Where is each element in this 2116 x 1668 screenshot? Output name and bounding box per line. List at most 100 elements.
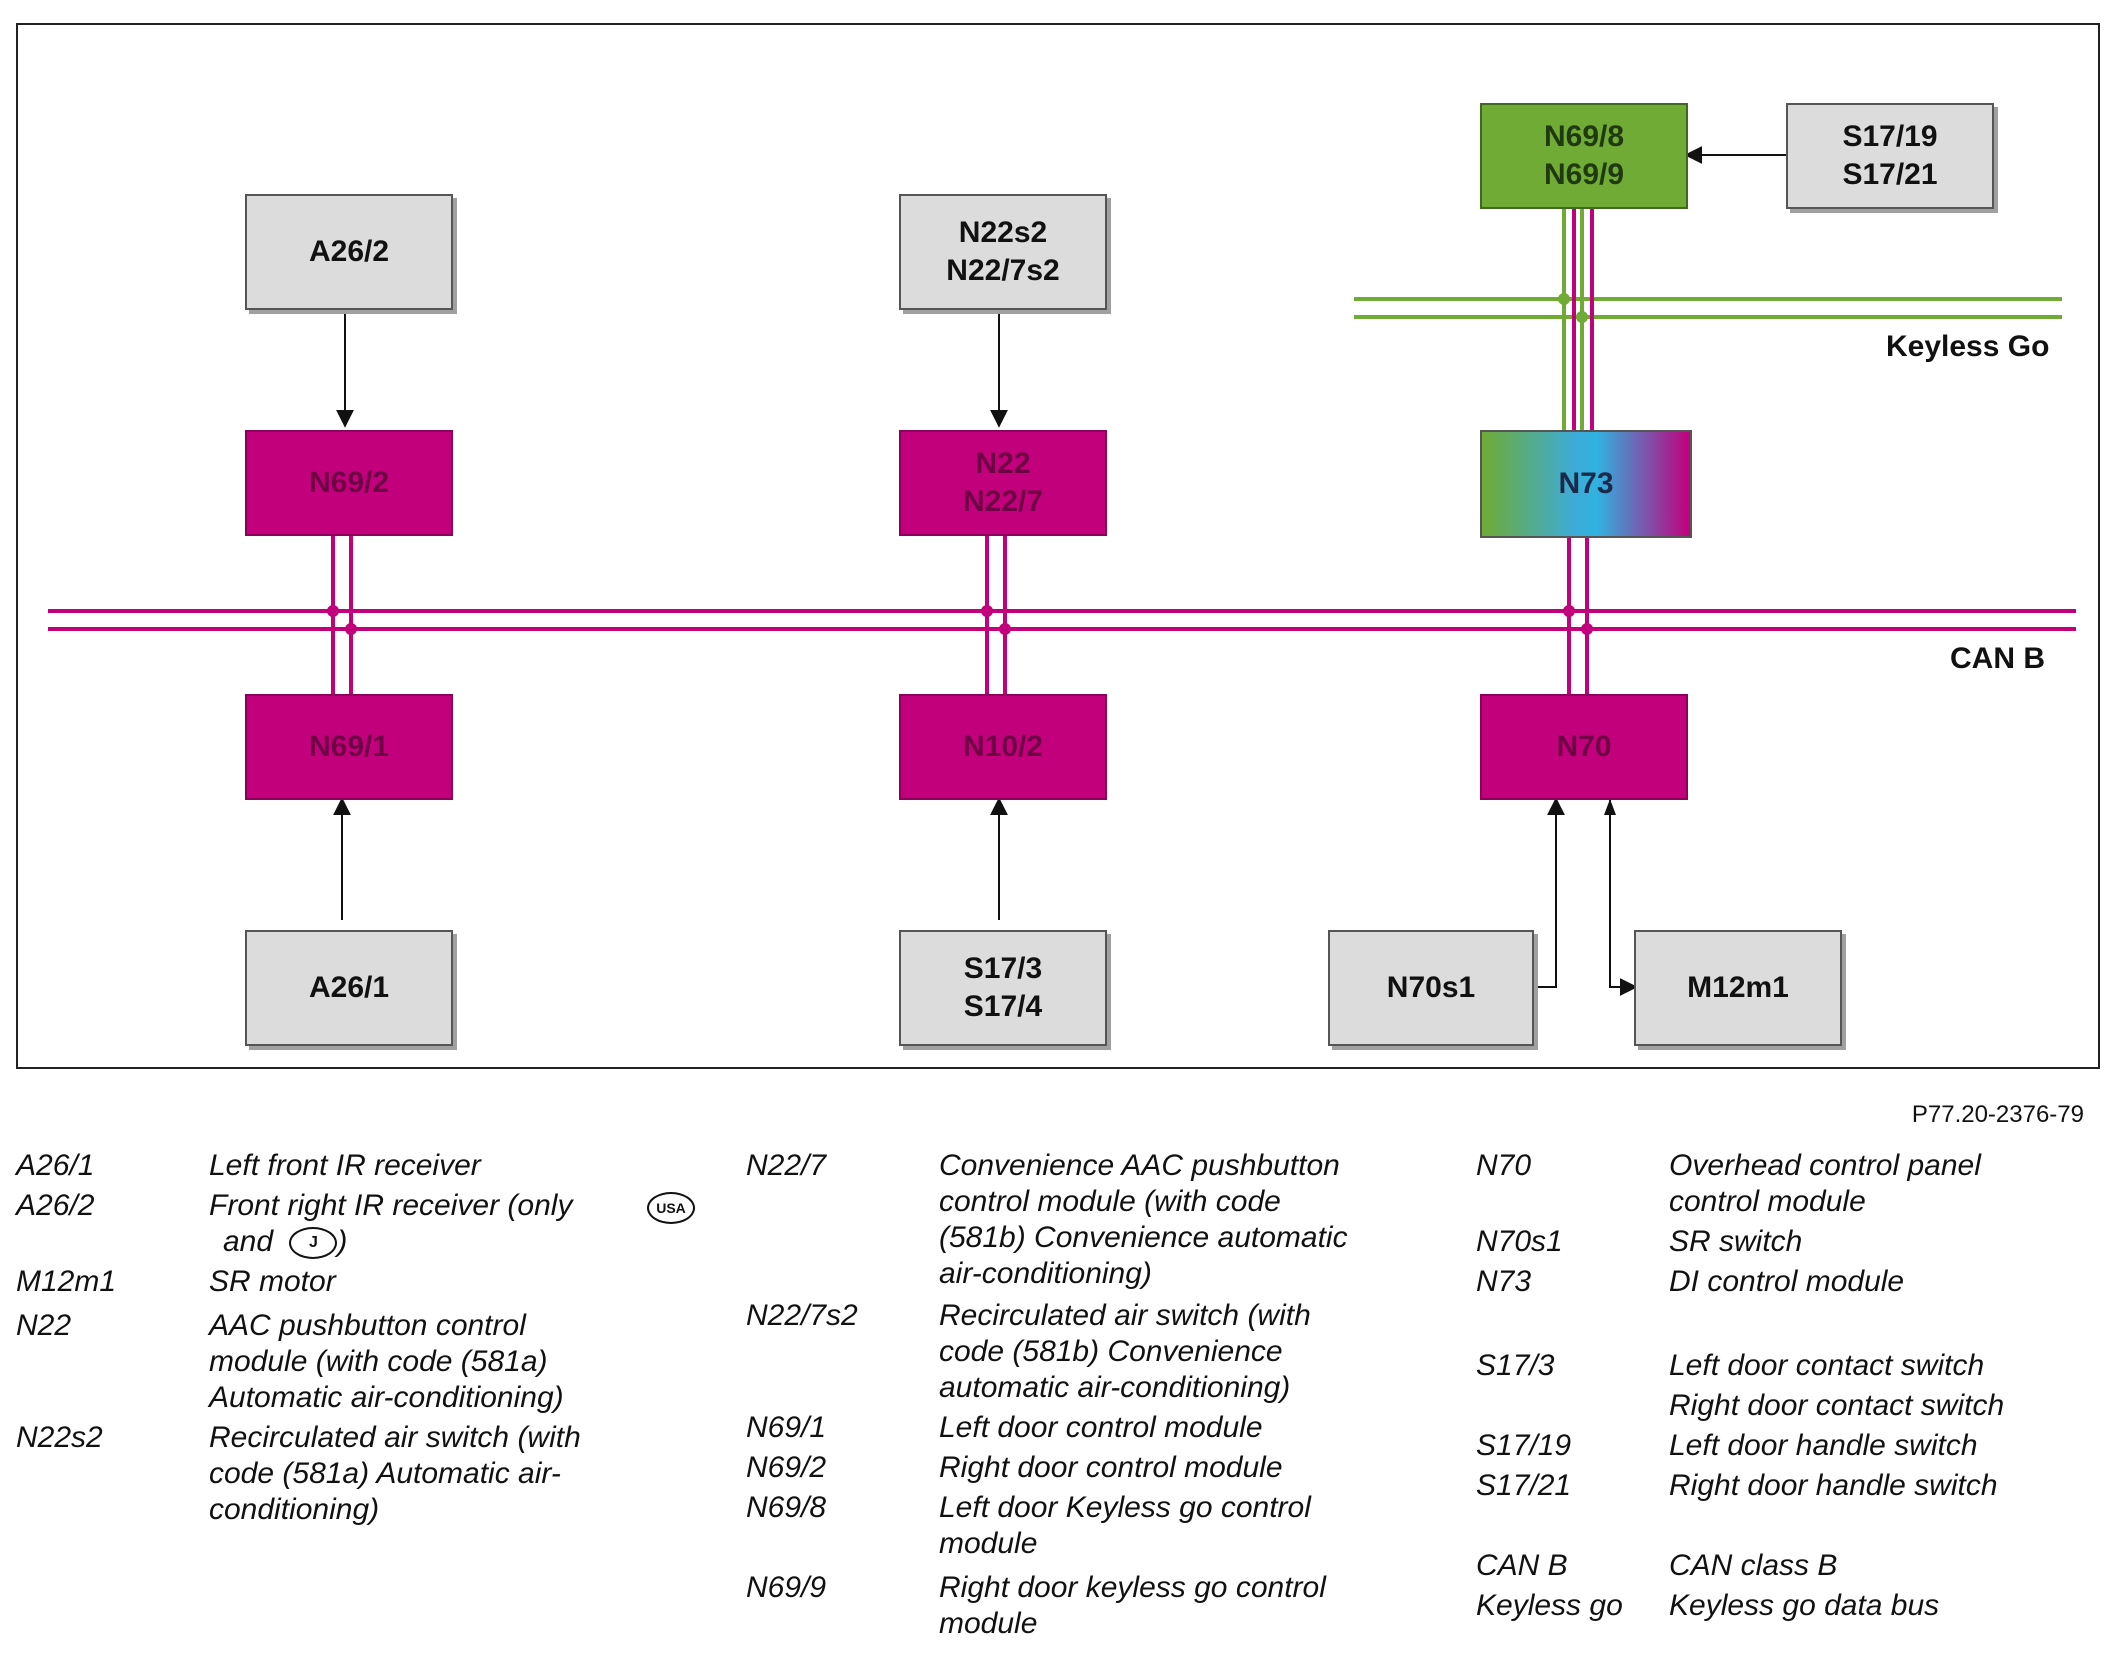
legend-code: N69/1 [746, 1411, 827, 1444]
box-m12m1-label: M12m1 [1687, 971, 1789, 1004]
connection-lines [48, 146, 2076, 996]
legend-code: M12m1 [16, 1265, 117, 1298]
legend-desc: Right door handle switch [1669, 1469, 1998, 1502]
legend-desc: Left door control module [939, 1411, 1263, 1444]
legend-desc-line: automatic air-conditioning) [939, 1371, 1291, 1404]
legend-desc-line: Front right IR receiver (only [209, 1189, 573, 1222]
box-n22-label-1: N22 [975, 447, 1031, 480]
box-n10-2: N10/2 [899, 694, 1107, 800]
legend-column-1: A26/1 Left front IR receiver A26/2 Front… [16, 1148, 716, 1532]
legend-desc: Right door control module [939, 1451, 1283, 1484]
legend-code: N69/8 [746, 1491, 827, 1524]
box-n69-8: N69/8 N69/9 [1480, 103, 1688, 209]
legend-item: S17/3 Left door contact switch [1476, 1348, 2096, 1388]
legend-item: N69/8 Left door Keyless go control modul… [746, 1490, 1446, 1570]
legend-desc-line: Left door Keyless go control [939, 1491, 1311, 1524]
right-column-can-taps [1563, 535, 1593, 696]
box-n69-8-label-2: N69/9 [1543, 158, 1625, 191]
box-a26-2-label: A26/2 [308, 235, 390, 268]
legend-code: CAN B [1476, 1549, 1568, 1582]
box-s17-3-label-2: S17/4 [963, 990, 1043, 1023]
legend-item: N69/2 Right door control module [746, 1450, 1446, 1490]
box-n22: N22 N22/7 [899, 430, 1107, 536]
legend-desc-line: AAC pushbutton control [209, 1309, 526, 1342]
legend-code: N22s2 [16, 1421, 103, 1454]
legend-code: N73 [1476, 1265, 1532, 1298]
box-n69-8-label-1: N69/8 [1543, 120, 1625, 153]
legend-desc: Convenience AAC pushbutton control modul… [939, 1148, 1348, 1298]
legend-item: N70s1 SR switch [1476, 1224, 2096, 1264]
legend-desc-line: module [939, 1527, 1038, 1560]
country-badge-usa: USA [647, 1192, 695, 1224]
bus-label-can-b: CAN B [1950, 642, 2045, 675]
diagram-frame: A26/2 N22s2 N22/7s2 N69/8 N69/9 S17/19 S… [16, 23, 2100, 1069]
legend-desc: Left front IR receiver [209, 1149, 481, 1182]
legend-item: N22/7s2 Recirculated air switch (with co… [746, 1298, 1446, 1410]
legend-column-2: N22/7 Convenience AAC pushbutton control… [746, 1148, 1446, 1650]
middle-column-bus-taps [981, 532, 1011, 696]
legend-item: N69/1 Left door control module [746, 1410, 1446, 1450]
legend-desc: Keyless go data bus [1669, 1589, 1940, 1622]
legend-desc-line: Recirculated air switch (with [939, 1299, 1311, 1332]
box-n22s2-label-1: N22s2 [958, 216, 1048, 249]
legend-item: N22s2 Recirculated air switch (with code… [16, 1420, 716, 1532]
legend-desc: Front right IR receiver (only USA and J) [209, 1188, 695, 1264]
box-s17-19-label-1: S17/19 [1842, 120, 1938, 153]
legend-desc-line: control module (with code [939, 1185, 1281, 1218]
box-a26-1-label: A26/1 [308, 971, 390, 1004]
bus-label-keyless-go: Keyless Go [1886, 330, 2050, 363]
legend-item: N22 AAC pushbutton control module (with … [16, 1308, 716, 1420]
legend-desc: Left door handle switch [1669, 1429, 1978, 1462]
legend-desc-line: Recirculated air switch (with [209, 1421, 581, 1454]
legend-desc-line: Overhead control panel [1669, 1149, 1981, 1182]
legend-desc: Recirculated air switch (with code (581a… [209, 1420, 581, 1532]
legend-desc-line: code (581b) Convenience [939, 1335, 1283, 1368]
legend-item: A26/2 Front right IR receiver (only USA … [16, 1188, 716, 1264]
box-n73-label: N73 [1558, 467, 1614, 500]
legend-desc-line: air-conditioning) [939, 1257, 1152, 1290]
signal-arrows [333, 146, 1786, 996]
legend-desc-line: code (581a) Automatic air- [209, 1457, 561, 1490]
box-m12m1: M12m1 [1634, 930, 1842, 1046]
legend-desc: Overhead control panel control module [1669, 1148, 1981, 1224]
box-s17-3: S17/3 S17/4 [899, 930, 1107, 1046]
box-n70: N70 [1480, 694, 1688, 800]
legend-item: A26/1 Left front IR receiver [16, 1148, 716, 1188]
legend-desc: Right door contact switch [1669, 1389, 2005, 1422]
box-n22s2: N22s2 N22/7s2 [899, 194, 1107, 310]
box-n22s2-label-2: N22/7s2 [946, 254, 1060, 287]
legend-code: S17/3 [1476, 1349, 1555, 1382]
box-n73: N73 [1480, 430, 1692, 538]
legend-item: Right door contact switch [1476, 1388, 2096, 1428]
legend-item: N22/7 Convenience AAC pushbutton control… [746, 1148, 1446, 1298]
legend-code: Keyless go [1476, 1589, 1623, 1622]
box-n10-2-label: N10/2 [962, 730, 1044, 763]
box-s17-19-label-2: S17/21 [1842, 158, 1938, 191]
legend-desc-line: Right door keyless go control [939, 1571, 1326, 1604]
legend-desc: Right door keyless go control module [939, 1570, 1326, 1650]
legend-desc-line: (581b) Convenience automatic [939, 1221, 1348, 1254]
legend-item: M12m1 SR motor [16, 1264, 716, 1308]
legend-desc: Left door Keyless go control module [939, 1490, 1311, 1570]
legend-desc: CAN class B [1669, 1549, 1838, 1582]
legend-item: S17/19 Left door handle switch [1476, 1428, 2096, 1468]
box-a26-1: A26/1 [245, 930, 453, 1046]
legend-code: A26/1 [16, 1149, 95, 1182]
legend-desc-close: ) [337, 1225, 348, 1258]
legend-desc: AAC pushbutton control module (with code… [209, 1308, 564, 1420]
box-n69-1: N69/1 [245, 694, 453, 800]
box-a26-2: A26/2 [245, 194, 453, 310]
legend-desc: SR motor [209, 1265, 336, 1298]
box-n70s1-label: N70s1 [1386, 971, 1476, 1004]
figure-reference: P77.20-2376-79 [1911, 1101, 2084, 1128]
legend-desc: DI control module [1669, 1265, 1905, 1298]
legend-item: N73 DI control module [1476, 1264, 2096, 1348]
box-n69-1-label: N69/1 [308, 730, 390, 763]
legend-code: A26/2 [16, 1189, 95, 1222]
legend-code [1476, 1388, 1669, 1428]
legend-column-3: N70 Overhead control panel control modul… [1476, 1148, 2096, 1628]
box-s17-19: S17/19 S17/21 [1786, 103, 1994, 209]
legend-code: N69/9 [746, 1571, 827, 1604]
legend-desc-line: module [939, 1607, 1038, 1640]
legend-item: N69/9 Right door keyless go control modu… [746, 1570, 1446, 1650]
